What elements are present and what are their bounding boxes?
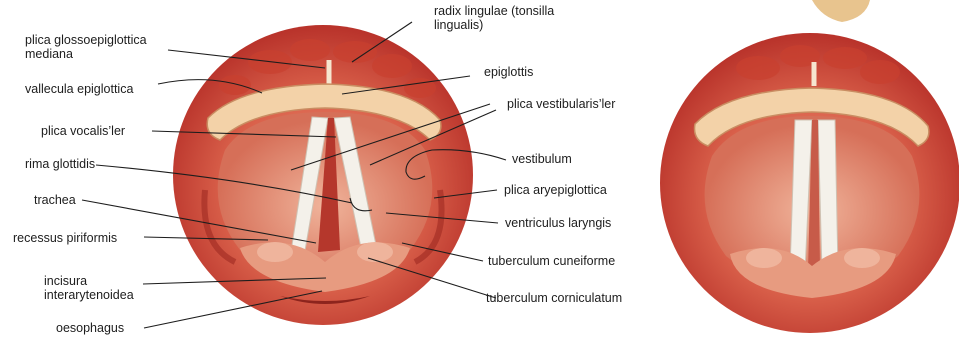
label-vallecula: vallecula epiglottica: [25, 82, 133, 96]
label-trachea: trachea: [34, 193, 76, 207]
label-plica-vocalis: plica vocalis’ler: [41, 124, 125, 138]
label-ventriculus: ventriculus laryngis: [505, 216, 611, 230]
label-plica-vestibularis: plica vestibularis’ler: [507, 97, 615, 111]
label-rima-glottidis: rima glottidis: [25, 157, 95, 171]
label-epiglottis: epiglottis: [484, 65, 533, 79]
larynx-right-disc: [660, 33, 959, 333]
label-oesophagus: oesophagus: [56, 321, 124, 335]
corner-fragment: [812, 0, 870, 22]
label-tuberculum-corniculatum: tuberculum corniculatum: [486, 291, 622, 305]
label-plica-aryepiglottica: plica aryepiglottica: [504, 183, 607, 197]
label-recessus: recessus piriformis: [13, 231, 117, 245]
label-radix-lingulae: radix lingulae (tonsilla lingualis): [434, 4, 554, 32]
larynx-left-disc: [173, 25, 473, 325]
label-tuberculum-cuneiforme: tuberculum cuneiforme: [488, 254, 615, 268]
label-plica-glossoepiglottica: plica glossoepiglottica mediana: [25, 33, 147, 61]
label-incisura: incisura interarytenoidea: [44, 274, 134, 302]
label-vestibulum: vestibulum: [512, 152, 572, 166]
